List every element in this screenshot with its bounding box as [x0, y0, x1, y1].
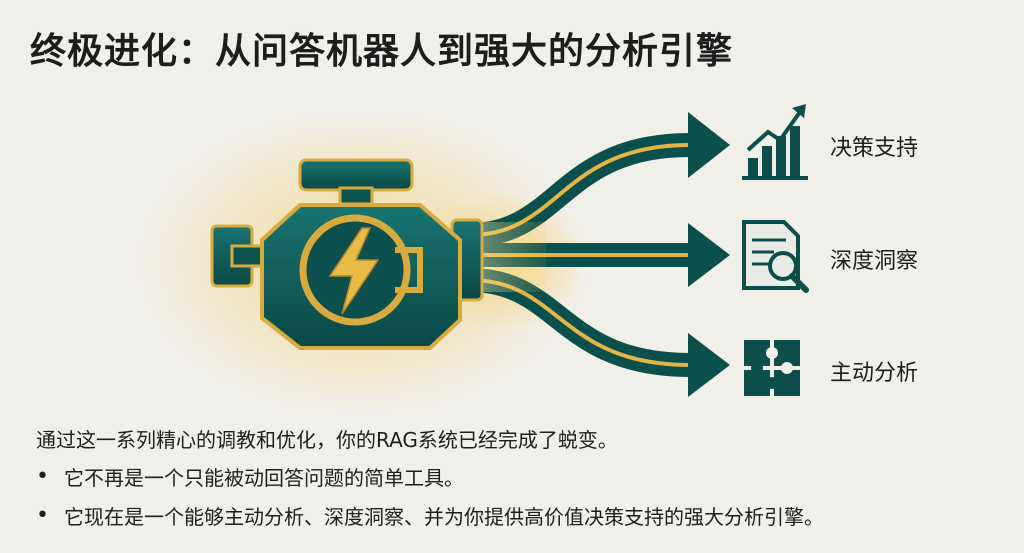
- bullet-text: 它现在是一个能够主动分析、深度洞察、并为你提供高价值决策支持的强大分析引擎。: [64, 505, 824, 529]
- output-label-decision-support: 决策支持: [830, 136, 919, 161]
- output-label-active-analysis: 主动分析: [830, 361, 919, 386]
- bullet-text: 它不再是一个只能被动回答问题的简单工具。: [64, 466, 464, 490]
- bullet-item: •它现在是一个能够主动分析、深度洞察、并为你提供高价值决策支持的强大分析引擎。: [36, 503, 824, 529]
- puzzle-icon: [744, 340, 800, 396]
- flow-arrows: [466, 112, 730, 397]
- lightning-bolt-icon: [328, 227, 380, 315]
- bullet-list: •它不再是一个只能被动回答问题的简单工具。 •它现在是一个能够主动分析、深度洞察…: [36, 462, 824, 540]
- engine-icon: [210, 158, 484, 350]
- page-title: 终极进化：从问答机器人到强大的分析引擎: [30, 31, 734, 72]
- document-magnifier-icon: [742, 220, 809, 293]
- bullet-item: •它不再是一个只能被动回答问题的简单工具。: [36, 464, 464, 490]
- bar-chart-growth-icon: [742, 104, 808, 180]
- engine-diagram: [140, 104, 809, 412]
- output-label-deep-insight: 深度洞察: [830, 249, 919, 274]
- intro-text: 通过这一系列精心的调教和优化，你的RAG系统已经完成了蜕变。: [36, 428, 618, 452]
